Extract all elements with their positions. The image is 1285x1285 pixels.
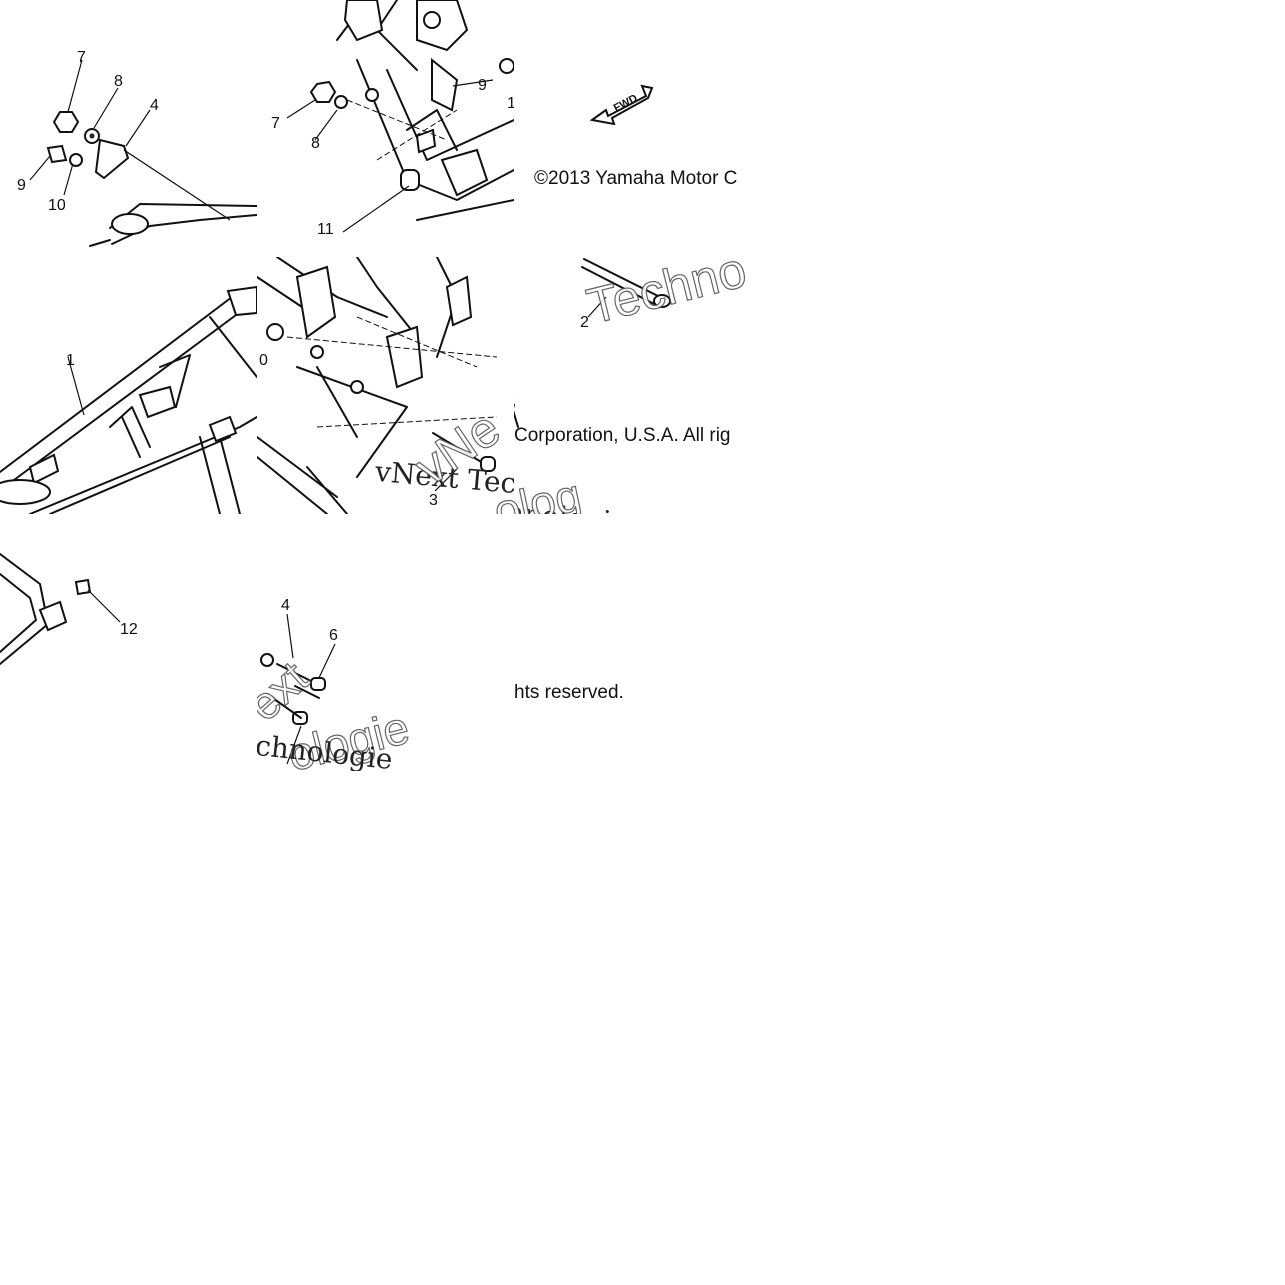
copyright-line-3: hts reserved. bbox=[514, 682, 624, 703]
callout-9: 9 bbox=[17, 177, 26, 194]
diagram-tile-bottom-middle: 4 6 ext ologie chnologie bbox=[257, 514, 514, 771]
copyright-line-2: Corporation, U.S.A. All rig bbox=[514, 425, 731, 446]
frame-head-drawing bbox=[286, 0, 514, 233]
frame-bracket-drawing bbox=[29, 59, 257, 247]
callout-2: 2 bbox=[580, 314, 589, 331]
callout-12: 12 bbox=[120, 621, 138, 638]
callout-8: 8 bbox=[114, 73, 123, 90]
callout-9: 9 bbox=[478, 77, 487, 94]
callout-1: 1 bbox=[507, 95, 514, 112]
diagram-tile-top-middle: 9 1 7 8 11 bbox=[257, 0, 514, 257]
callout-7: 7 bbox=[271, 115, 280, 132]
callout-7: 7 bbox=[77, 49, 86, 66]
diagram-tile-bottom-right: hts reserved. bbox=[514, 514, 771, 771]
callout-4: 4 bbox=[150, 97, 159, 114]
copyright-line-1: ©2013 Yamaha Motor C bbox=[534, 168, 738, 189]
callout-8: 8 bbox=[311, 135, 320, 152]
callout-11: 11 bbox=[317, 221, 334, 238]
main-frame-drawing bbox=[0, 285, 257, 514]
callout-4: 4 bbox=[281, 597, 290, 614]
diagram-tile-center: 0 3 vNext Tec vNe bbox=[257, 257, 514, 514]
diagram-tile-middle-right: 2 Techno Corporation, U.S.A. All rig chn… bbox=[514, 257, 771, 514]
callout-10: 10 bbox=[48, 197, 66, 214]
frame-rear-drawing bbox=[0, 553, 121, 665]
callout-10: 0 bbox=[259, 352, 268, 369]
diagram-tile-bottom-left: 12 bbox=[0, 514, 257, 771]
diagram-tile-top-left: 7 8 4 9 10 bbox=[0, 0, 257, 257]
callout-1: 1 bbox=[66, 352, 75, 369]
engine-mount-drawing bbox=[257, 257, 498, 514]
mount-hardware-drawing bbox=[260, 613, 336, 765]
callout-3: 3 bbox=[429, 492, 438, 509]
diagram-tile-top-right: FWD ©2013 Yamaha Motor C bbox=[514, 0, 771, 257]
bolt-drawing bbox=[514, 258, 671, 428]
callout-6: 6 bbox=[329, 627, 338, 644]
diagram-tile-middle-left: 1 bbox=[0, 257, 257, 514]
